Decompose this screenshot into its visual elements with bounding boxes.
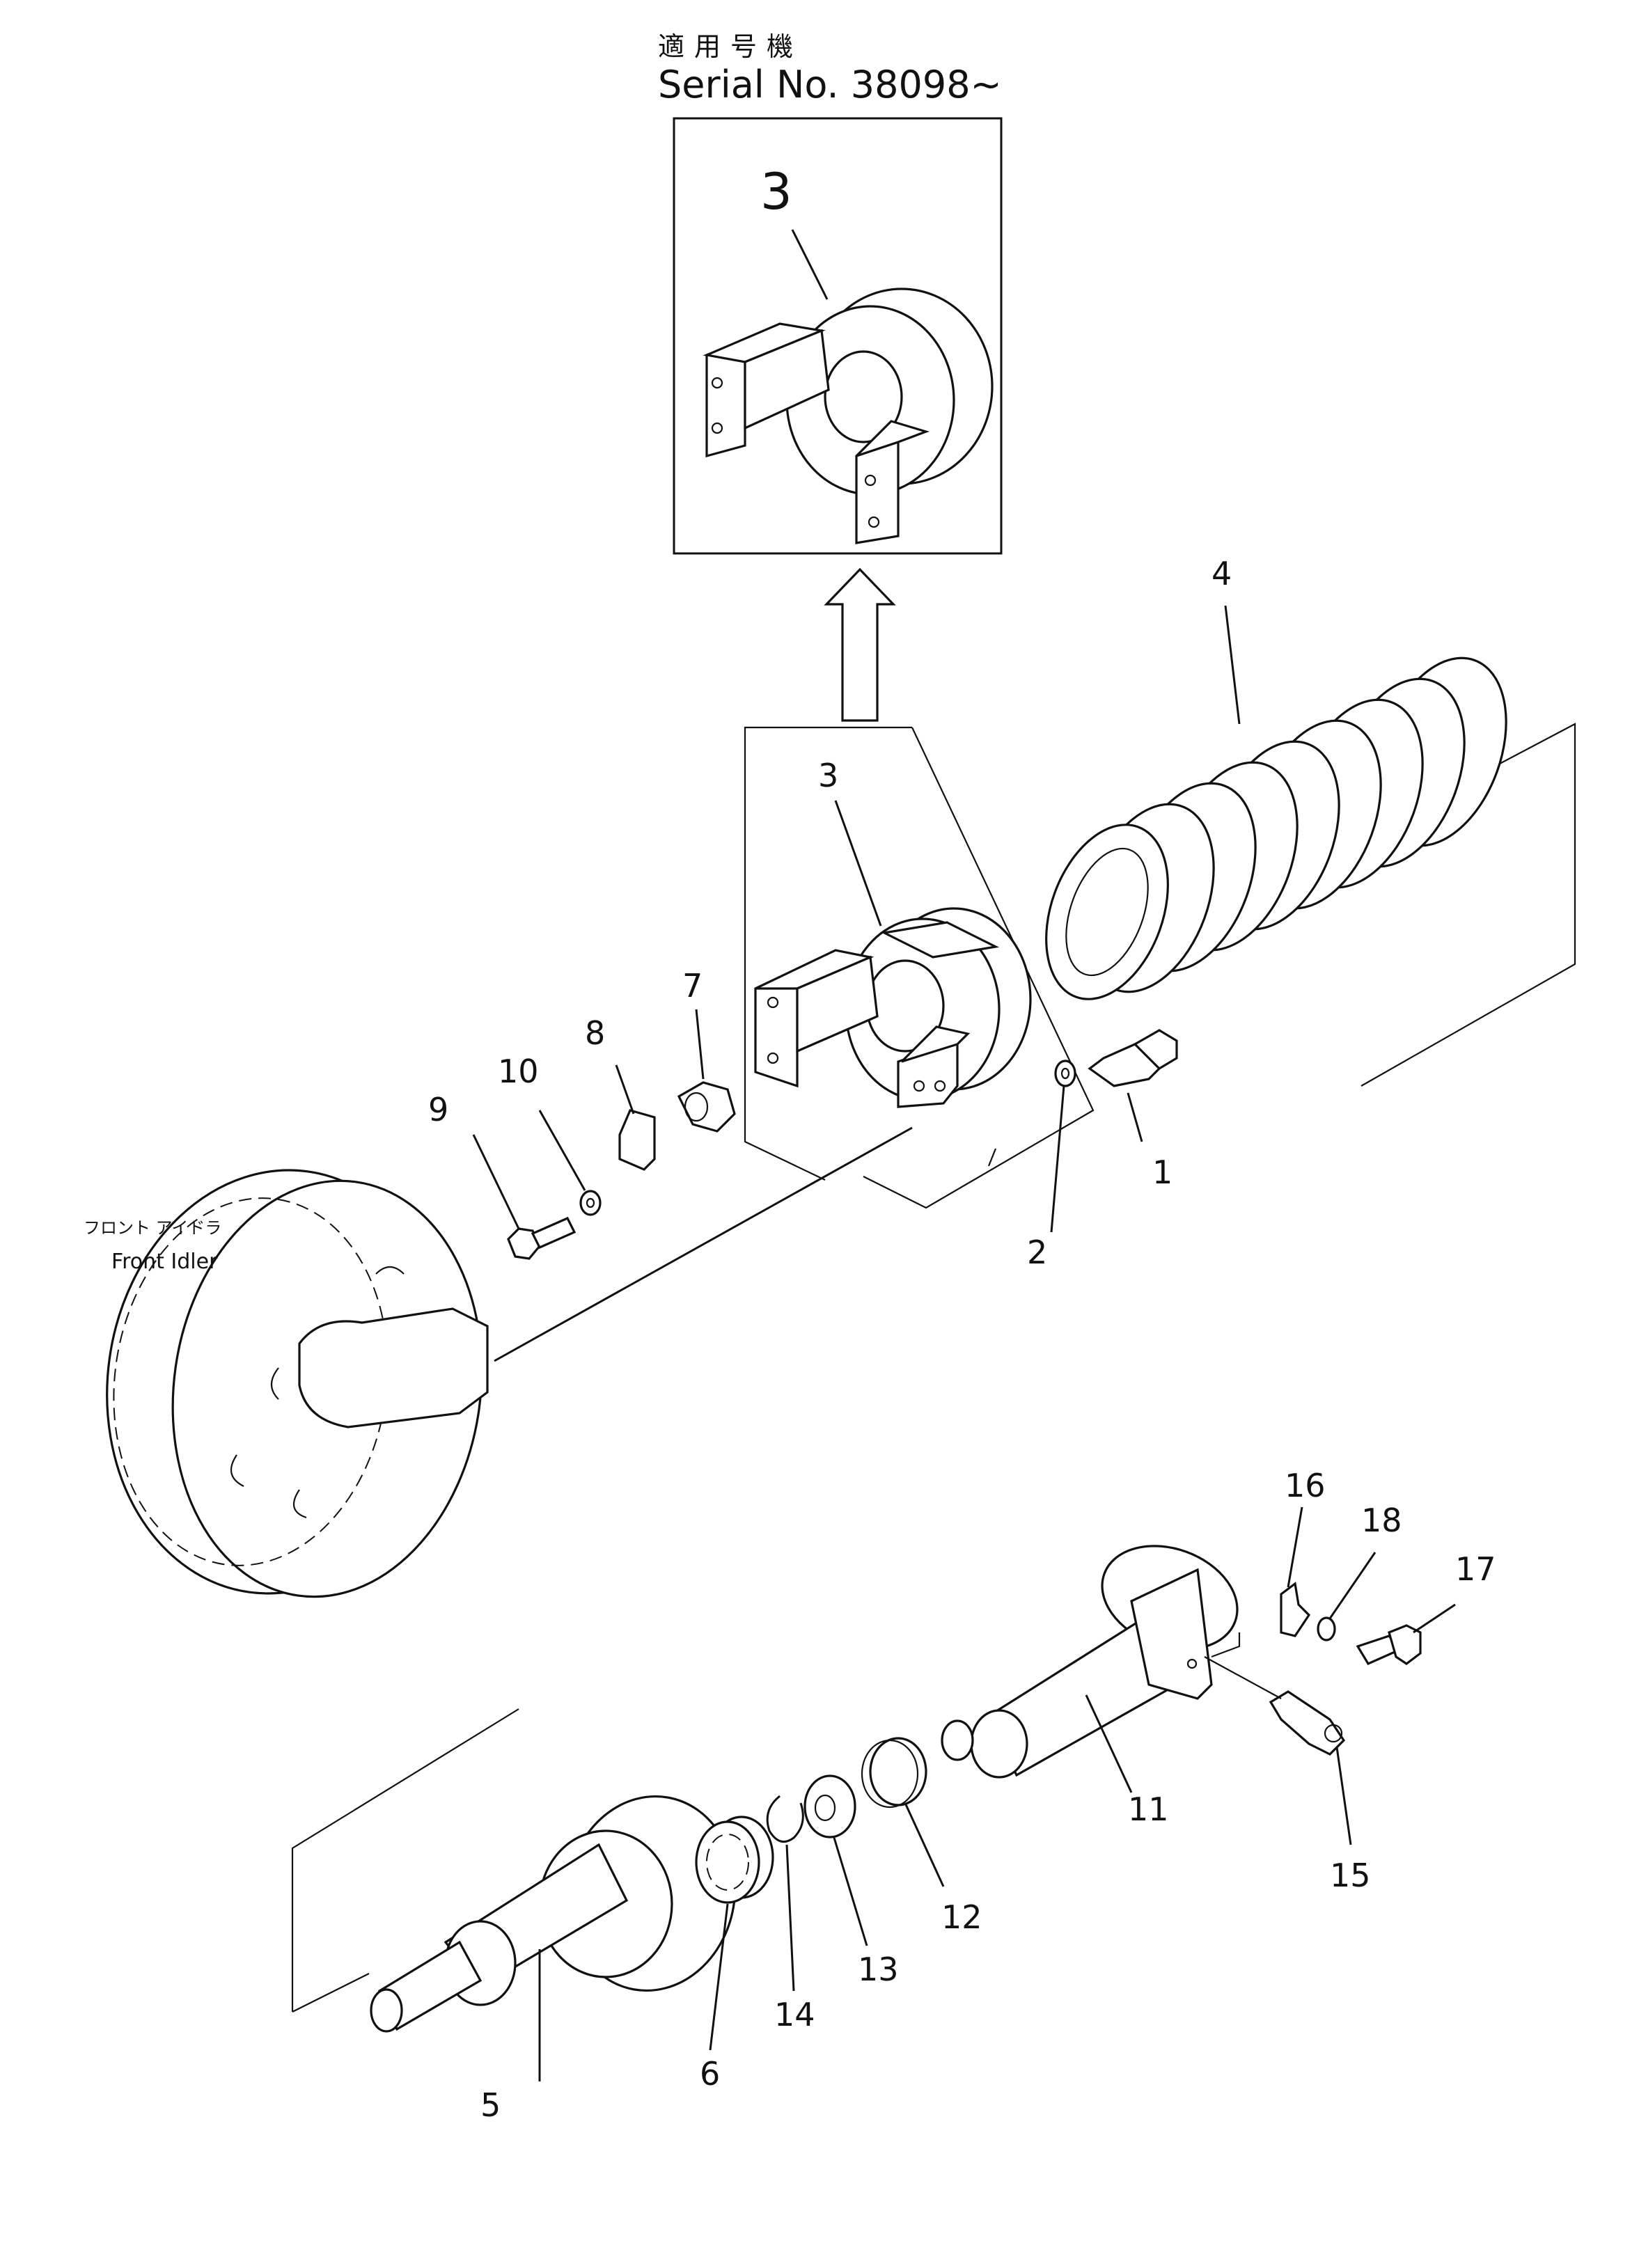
bolt-part-17 [1356,1624,1422,1666]
group-boundary-left [744,726,912,1181]
callout-11: 11 [1128,1790,1169,1828]
callout-18: 18 [1361,1502,1402,1539]
callout-5: 5 [480,2086,501,2124]
callout-14: 14 [774,1996,815,2033]
serial-number-label: Serial No. 38098~ [658,63,1002,107]
callout-2: 2 [1027,1234,1047,1271]
nut-part-7 [677,1081,736,1133]
washer-part-10 [579,1190,602,1216]
callout-4: 4 [1211,555,1232,592]
idler-yoke-bracket [754,907,1032,1108]
front-idler-wheel [106,1169,489,1598]
callout-17: 17 [1455,1550,1496,1588]
snap-ring-part-14 [766,1795,804,1843]
inset-box: 3 [673,117,1003,555]
bearing-part-6 [695,1816,774,1904]
grease-fitting-part-15 [1269,1690,1346,1756]
washer-part-2 [1054,1060,1076,1087]
front-idler-jp-label: フロント アイドラ [84,1218,221,1238]
callout-9: 9 [428,1091,448,1128]
callout-13: 13 [858,1951,899,1988]
callout-numbers: 1 2 3 4 5 6 7 8 9 10 11 12 13 14 15 16 1… [428,555,1496,2124]
inset-part-number: 3 [760,162,792,221]
recoil-spring [1045,656,1576,1087]
ring-part-12 [861,1737,927,1809]
seal-part-13 [803,1774,856,1838]
inset-bracket-drawing [703,288,994,544]
callout-10: 10 [498,1053,539,1090]
axle-part-11 [941,1545,1239,1779]
callout-15: 15 [1330,1857,1371,1894]
callout-1: 1 [1152,1153,1173,1191]
callout-6: 6 [700,2055,720,2093]
applicable-model-jp-label: 適用号機 [658,31,803,62]
callout-3: 3 [818,757,838,794]
leader-lines [472,605,1456,2081]
callout-16: 16 [1285,1467,1326,1504]
group-boundary-right [863,727,1095,1209]
callout-7: 7 [682,967,703,1005]
up-arrow [824,567,896,722]
bolt-part-1 [1088,1029,1178,1087]
callout-8: 8 [585,1014,605,1052]
front-idler-en-label: Front Idler [111,1250,218,1274]
lower-group-boundary [291,1708,519,2012]
lock-plate-part-16 [1211,1582,1311,1658]
assembly-reference-line [494,1126,913,1362]
shaft-part-5 [370,1795,737,2033]
plate-part-8 [618,1109,656,1171]
callout-12: 12 [941,1898,982,1936]
bolt-part-9 [507,1216,577,1260]
washer-part-18 [1317,1616,1336,1641]
